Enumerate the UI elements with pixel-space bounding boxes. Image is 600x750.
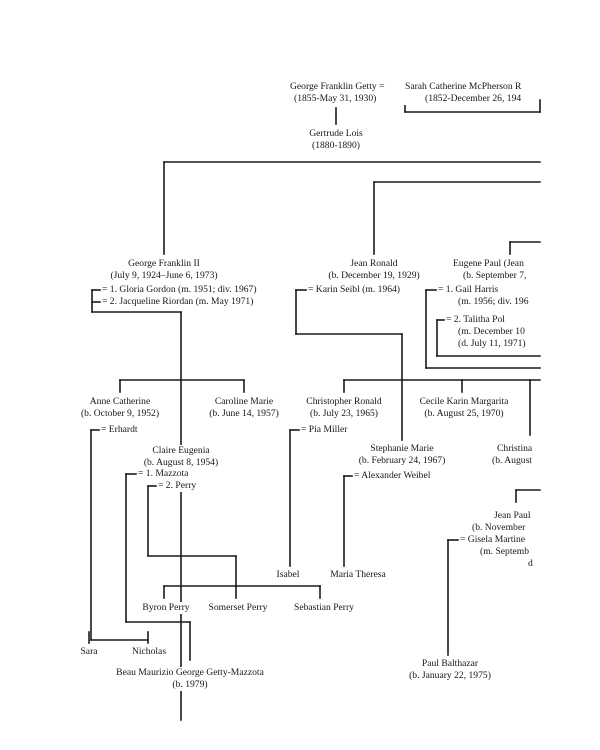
person-name: Beau Maurizio George Getty-Mazzota <box>116 667 264 678</box>
spouse-detail: (d. July 11, 1971) <box>458 338 526 349</box>
person-dates: (b. October 9, 1952) <box>80 408 160 419</box>
person-dates: (b. September 7, <box>463 270 527 281</box>
person-dates: (b. January 22, 1975) <box>409 670 491 681</box>
person-name: George Franklin Getty = <box>290 81 385 92</box>
spouse-detail: (m. Septemb <box>480 546 530 557</box>
person-name: Claire Eugenia <box>152 445 210 456</box>
person-sarah-catherine: Sarah Catherine McPherson R (1852-Decemb… <box>404 81 536 105</box>
person-nicholas: Nicholas <box>130 646 168 658</box>
person-dates: (b. November <box>472 522 526 533</box>
person-maria-theresa: Maria Theresa <box>329 569 387 581</box>
person-stephanie-marie: Stephanie Marie (b. February 24, 1967) <box>357 443 447 467</box>
person-name: Caroline Marie <box>214 396 274 407</box>
spouse-jacqueline-riordan: = 2. Jacqueline Riordan (m. May 1971) <box>101 296 255 308</box>
spouse-gail-harris: = 1. Gail Harris (m. 1956; div. 196 <box>437 284 536 308</box>
person-eugene-paul: Eugene Paul (Jean (b. September 7, <box>452 258 536 282</box>
spouse-gloria-gordon: = 1. Gloria Gordon (m. 1951; div. 1967) <box>101 284 258 296</box>
person-dates: (b. August 8, 1954) <box>143 457 219 468</box>
person-dates: (b. December 19, 1929) <box>328 270 420 281</box>
person-gertrude-lois: Gertrude Lois (1880-1890) <box>308 128 364 152</box>
person-beau-maurizio: Beau Maurizio George Getty-Mazzota (b. 1… <box>115 667 265 691</box>
person-dates: (July 9, 1924–June 6, 1973) <box>110 270 218 281</box>
person-somerset-perry: Somerset Perry <box>207 602 269 614</box>
person-dates: (b. August <box>492 455 532 466</box>
person-claire-eugenia: Claire Eugenia (b. August 8, 1954) <box>142 445 220 469</box>
spouse-detail: (m. 1956; div. 196 <box>458 296 529 307</box>
person-anne-catherine: Anne Catherine (b. October 9, 1952) <box>79 396 161 420</box>
person-name: Sarah Catherine McPherson R <box>405 81 522 92</box>
person-cecile-karin-margarita: Cecile Karin Margarita (b. August 25, 19… <box>418 396 510 420</box>
person-name: Anne Catherine <box>89 396 151 407</box>
person-jean-ronald: Jean Ronald (b. December 19, 1929) <box>327 258 421 282</box>
spouse-karin-seibl: = Karin Seibl (m. 1964) <box>307 284 402 296</box>
spouse-name: = 1. Gail Harris <box>438 284 499 295</box>
spouse-detail: d <box>528 558 533 569</box>
person-name: Jean Ronald <box>350 258 398 269</box>
spouse-pia-miller: = Pia Miller <box>300 424 349 436</box>
spouse-name: = Gisela Martine <box>460 534 526 545</box>
spouse-gisela-martine: = Gisela Martine (m. Septemb d <box>459 534 536 570</box>
person-name: Christopher Ronald <box>306 396 382 407</box>
person-dates: (1852-December 26, 194 <box>425 93 522 104</box>
spouse-erhardt: = Erhardt <box>100 424 139 436</box>
person-george-franklin-getty: George Franklin Getty = (1855-May 31, 19… <box>289 81 386 105</box>
person-george-franklin-ii: George Franklin II (July 9, 1924–June 6,… <box>109 258 219 282</box>
person-dates: (b. 1979) <box>172 679 208 690</box>
person-name: Cecile Karin Margarita <box>419 396 509 407</box>
person-name: Eugene Paul (Jean <box>453 258 524 269</box>
person-name: Christina <box>497 443 533 454</box>
person-christina: Christina (b. August <box>491 443 536 467</box>
person-dates: (b. August 25, 1970) <box>424 408 504 419</box>
person-dates: (b. June 14, 1957) <box>209 408 279 419</box>
spouse-talitha-pol: = 2. Talitha Pol (m. December 10 (d. Jul… <box>445 314 536 350</box>
person-name: Gertrude Lois <box>309 128 363 139</box>
person-name: Paul Balthazar <box>421 658 479 669</box>
person-name: George Franklin II <box>128 258 200 269</box>
person-sara: Sara <box>79 646 99 658</box>
spouse-detail: (m. December 10 <box>458 326 525 337</box>
person-dates: (1880-1890) <box>312 140 360 151</box>
person-sebastian-perry: Sebastian Perry <box>293 602 355 614</box>
spouse-name: = 2. Talitha Pol <box>446 314 505 325</box>
person-dates: (b. February 24, 1967) <box>358 455 446 466</box>
spouse-perry: = 2. Perry <box>157 480 198 492</box>
person-isabel: Isabel <box>275 569 301 581</box>
person-byron-perry: Byron Perry <box>141 602 191 614</box>
person-name: Stephanie Marie <box>370 443 434 454</box>
person-dates: (1855-May 31, 1930) <box>294 93 377 104</box>
person-caroline-marie: Caroline Marie (b. June 14, 1957) <box>208 396 280 420</box>
spouse-mazzota: = 1. Mazzota <box>137 468 190 480</box>
person-paul-balthazar: Paul Balthazar (b. January 22, 1975) <box>408 658 492 682</box>
person-jean-paul: Jean Paul (b. November <box>471 510 536 534</box>
person-dates: (b. July 23, 1965) <box>310 408 378 419</box>
spouse-alexander-weibel: = Alexander Weibel <box>353 470 432 482</box>
person-name: Jean Paul <box>494 510 531 521</box>
person-christopher-ronald: Christopher Ronald (b. July 23, 1965) <box>305 396 383 420</box>
